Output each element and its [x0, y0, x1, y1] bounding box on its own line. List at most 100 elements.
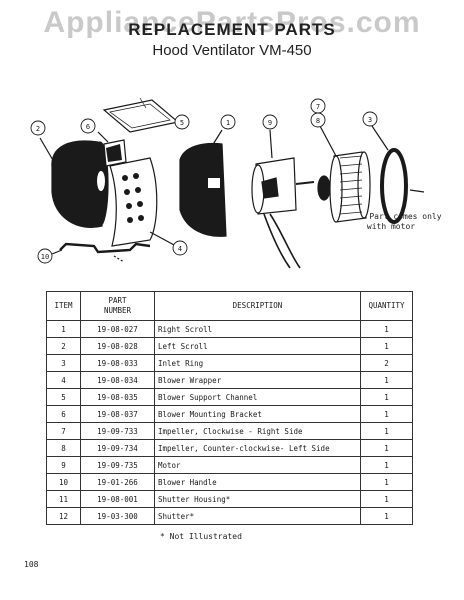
- cell-item: 9: [46, 456, 81, 474]
- cell-quantity: 1: [360, 320, 413, 338]
- header-quantity: QUANTITY: [360, 291, 413, 321]
- part-left-scroll: [39, 137, 109, 228]
- cell-description: Impeller, Clockwise - Right Side: [154, 422, 361, 440]
- diagram-note-line1: NOTE: Part comes only: [340, 212, 442, 221]
- cell-part-number: 19-09-733: [80, 422, 155, 440]
- part-blower-support-channel: [102, 97, 185, 133]
- cell-item: 4: [46, 371, 81, 389]
- header-part-number: PART NUMBER: [80, 291, 155, 321]
- page-subtitle: Hood Ventilator VM-450: [152, 42, 312, 59]
- cell-description: Blower Wrapper: [154, 371, 361, 389]
- cell-quantity: 1: [360, 490, 413, 508]
- cell-quantity: 1: [360, 456, 413, 474]
- callout-8-label: 8: [316, 117, 320, 125]
- cell-item: 7: [46, 422, 81, 440]
- cell-item: 10: [46, 473, 81, 491]
- cell-description: Blower Handle: [154, 473, 361, 491]
- cell-item: 6: [46, 405, 81, 423]
- cell-item: 5: [46, 388, 81, 406]
- cell-part-number: 19-08-034: [80, 371, 155, 389]
- callout-4-label: 4: [178, 245, 182, 253]
- callout-8: [310, 112, 326, 128]
- cell-quantity: 1: [360, 388, 413, 406]
- part-inlet-ring: [371, 125, 425, 224]
- callout-6: [80, 118, 96, 134]
- callout-4: [172, 240, 188, 256]
- cell-description: Right Scroll: [154, 320, 361, 338]
- callout-2: [30, 120, 46, 136]
- cell-part-number: 19-08-028: [80, 337, 155, 355]
- callout-9: [262, 114, 278, 130]
- cell-item: 11: [46, 490, 81, 508]
- callout-5-label: 5: [180, 119, 184, 127]
- callout-3-label: 3: [368, 116, 372, 124]
- callout-1-label: 1: [226, 119, 230, 127]
- part-blower-mounting-bracket: [97, 131, 127, 167]
- cell-part-number: 19-09-734: [80, 439, 155, 457]
- cell-description: Shutter Housing*: [154, 490, 361, 508]
- cell-part-number: 19-01-266: [80, 473, 155, 491]
- callout-6-label: 6: [86, 123, 90, 131]
- callout-7-label: 7: [316, 103, 320, 111]
- cell-quantity: 1: [360, 439, 413, 457]
- cell-description: Shutter*: [154, 507, 361, 525]
- callout-9-label: 9: [268, 119, 272, 127]
- cell-part-number: 19-08-035: [80, 388, 155, 406]
- cell-item: 12: [46, 507, 81, 525]
- watermark: AppliancePartsPros.com: [43, 6, 421, 39]
- header-part-number-line2: NUMBER: [103, 306, 132, 315]
- header-description: DESCRIPTION: [154, 291, 361, 321]
- diagram-note: NOTE: Part comes only with motor: [316, 212, 464, 232]
- cell-quantity: 1: [360, 405, 413, 423]
- cell-description: Blower Mounting Bracket: [154, 405, 361, 423]
- callout-10: [37, 248, 53, 264]
- cell-part-number: 19-08-001: [80, 490, 155, 508]
- part-right-scroll: [179, 129, 227, 237]
- part-blower-handle: [51, 242, 151, 255]
- cell-quantity: 1: [360, 337, 413, 355]
- cell-part-number: 19-08-037: [80, 405, 155, 423]
- callout-3: [362, 111, 378, 127]
- cell-quantity: 1: [360, 371, 413, 389]
- part-blower-wrapper: [109, 157, 177, 263]
- header-part-number-line1: PART: [108, 296, 127, 305]
- cell-part-number: 19-03-300: [80, 507, 155, 525]
- cell-item: 3: [46, 354, 81, 372]
- cell-description: Blower Support Channel: [154, 388, 361, 406]
- cell-item: 8: [46, 439, 81, 457]
- cell-item: 1: [46, 320, 81, 338]
- cell-quantity: 1: [360, 422, 413, 440]
- cell-description: Impeller, Counter-clockwise- Left Side: [154, 439, 361, 457]
- parts-table-header: ITEM PART NUMBER DESCRIPTION QUANTITY: [46, 291, 413, 321]
- part-motor: [251, 129, 315, 269]
- footnote: * Not Illustrated: [160, 532, 242, 541]
- callout-5: [174, 114, 190, 130]
- cell-quantity: 1: [360, 507, 413, 525]
- page-title: REPLACEMENT PARTS: [128, 20, 336, 39]
- cell-part-number: 19-09-735: [80, 456, 155, 474]
- exploded-parts-diagram: 1 2 3 4 5 6 7 8 9 10: [30, 97, 425, 269]
- callout-1: [220, 114, 236, 130]
- callout-2-label: 2: [36, 125, 40, 133]
- header-item: ITEM: [46, 291, 81, 321]
- cell-part-number: 19-08-027: [80, 320, 155, 338]
- cell-part-number: 19-08-033: [80, 354, 155, 372]
- cell-quantity: 2: [360, 354, 413, 372]
- cell-description: Motor: [154, 456, 361, 474]
- diagram-note-line2: with motor: [366, 222, 416, 231]
- cell-item: 2: [46, 337, 81, 355]
